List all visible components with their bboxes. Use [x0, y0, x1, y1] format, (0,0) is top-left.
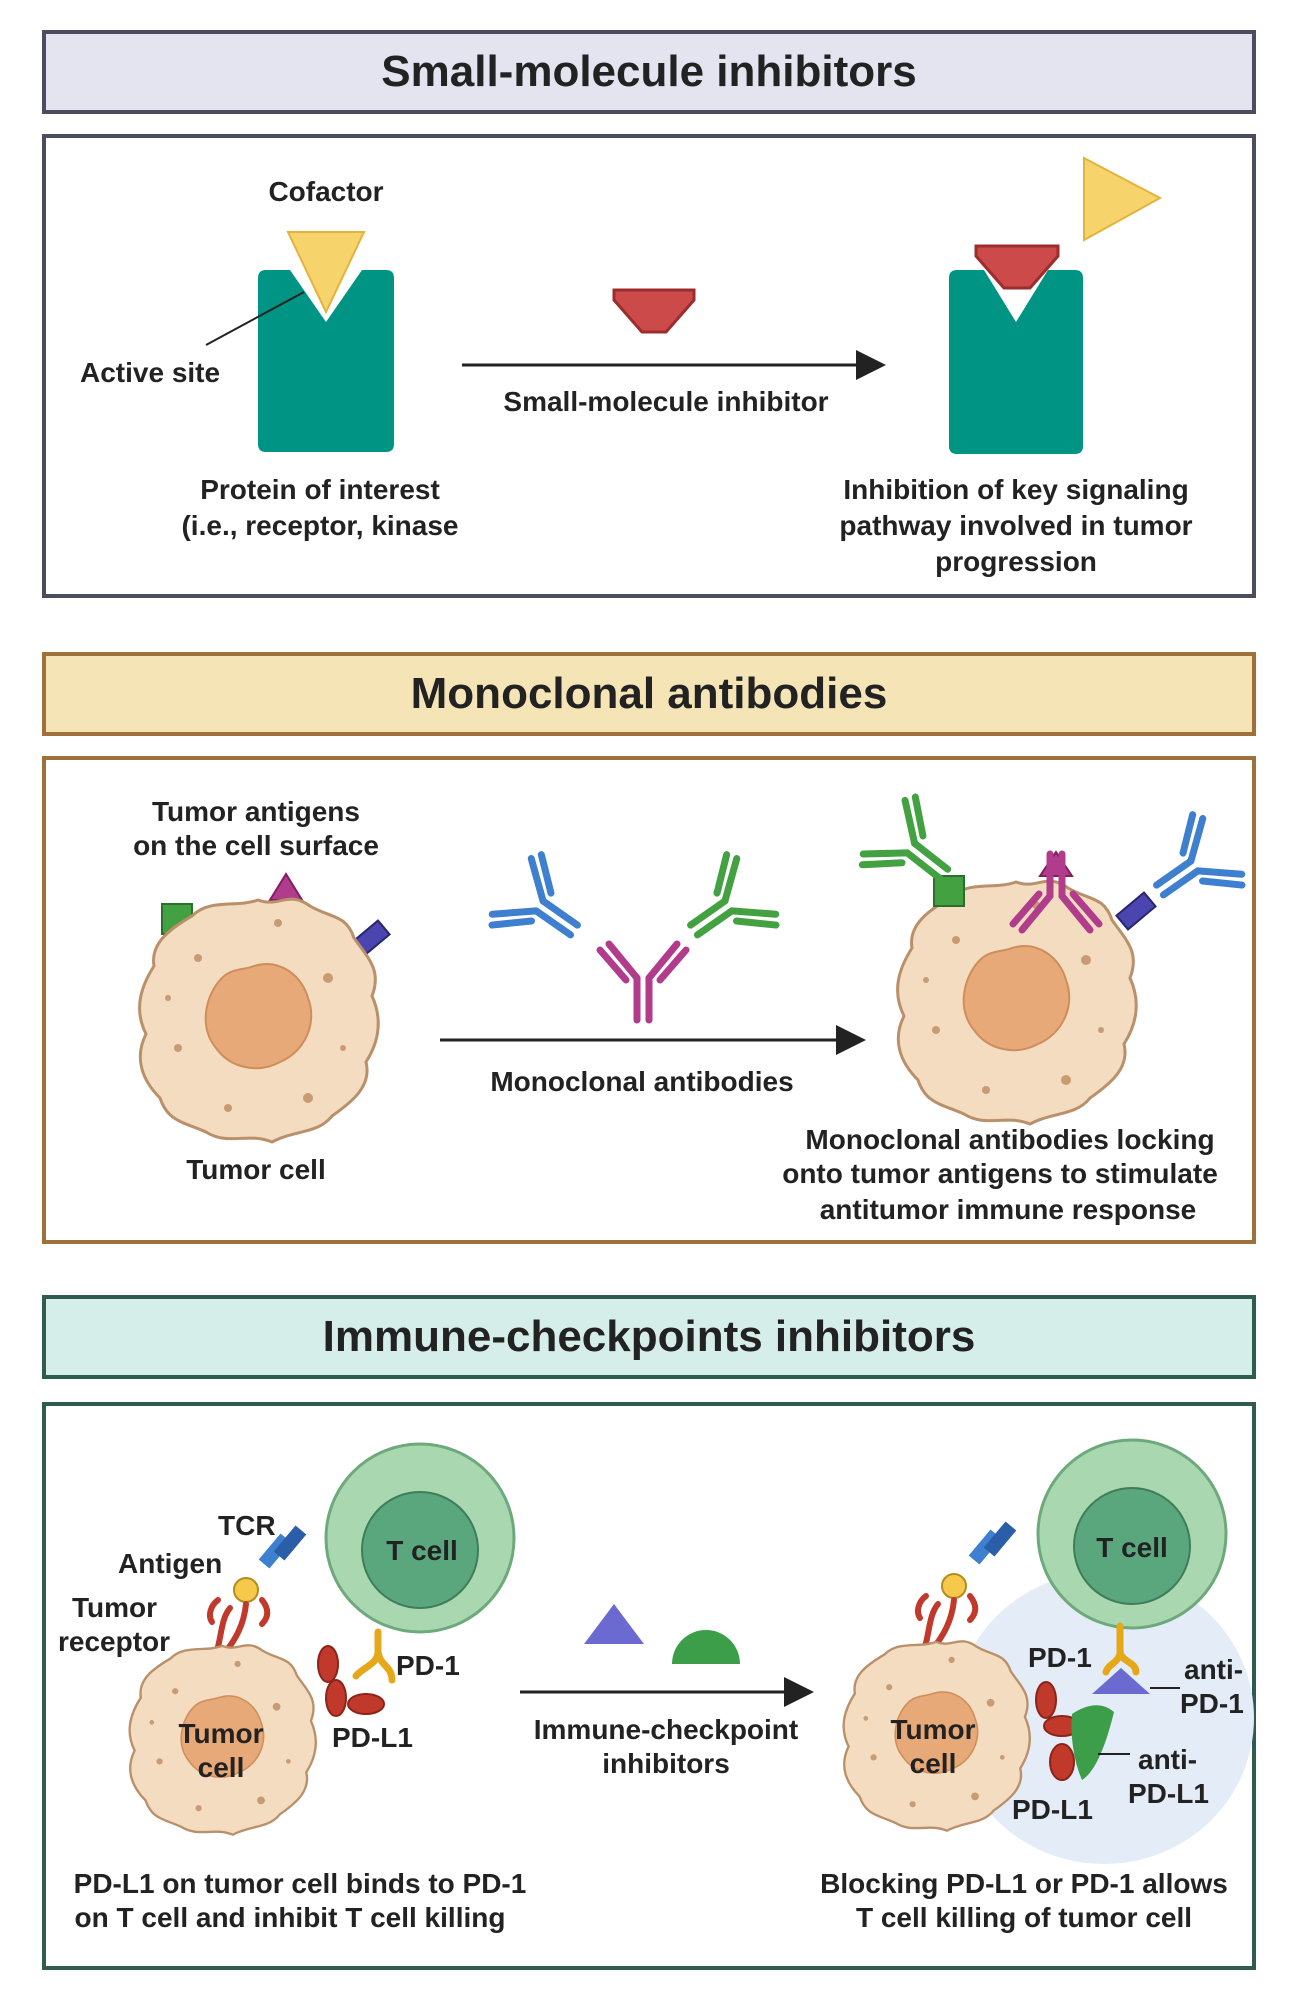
section-title-small-molecule: Small-molecule inhibitors	[42, 30, 1256, 114]
t-cell-left-nucleus	[361, 1491, 479, 1609]
label-monoclonal-result-line3: antitumor immune response	[819, 1194, 1197, 1225]
antigen-blue-bound	[1115, 891, 1157, 931]
anti-pdl1-free	[672, 1630, 740, 1664]
tumor-receptor-left	[207, 1597, 271, 1663]
tcr-right	[968, 1521, 1017, 1565]
label-small-molecule-inhibitor: Small-molecule inhibitor	[503, 386, 829, 417]
label-antigens-line1: Tumor antigens	[152, 796, 360, 827]
bound-inhibitor	[974, 244, 1060, 290]
label-anti-pd1-line1: anti-	[1184, 1654, 1244, 1685]
label-tumor-cell-right-line1: Tumor	[890, 1714, 976, 1745]
label-cofactor: Cofactor	[268, 176, 384, 207]
label-pdl1-right: PD-L1	[1012, 1794, 1093, 1825]
label-tumor-cell-left-line1: Tumor	[178, 1718, 264, 1749]
label-caption-right-line1: Blocking PD-L1 or PD-1 allows	[820, 1868, 1228, 1899]
label-caption-left-line2: on T cell and inhibit T cell killing	[74, 1902, 506, 1933]
pdl1-right	[1035, 1681, 1081, 1781]
label-t-cell-left: T cell	[386, 1535, 458, 1566]
label-result-line3: progression	[935, 546, 1097, 577]
label-tumor-cell-left-line2: cell	[197, 1752, 245, 1783]
anti-pd1-free	[584, 1604, 644, 1644]
label-result-line1: Inhibition of key signaling	[843, 474, 1189, 505]
label-checkpoint-arrow-line1: Immune-checkpoint	[533, 1714, 799, 1745]
antigen-magenta-bound	[1038, 850, 1074, 877]
label-protein-line1: Protein of interest	[200, 474, 440, 505]
cofactor	[286, 231, 366, 315]
displaced-cofactor	[1083, 156, 1163, 242]
label-tumor-receptor-line1: Tumor	[72, 1592, 158, 1623]
section-title-monoclonal: Monoclonal antibodies	[42, 652, 1256, 736]
label-monoclonal-result-line1: Monoclonal antibodies locking	[805, 1124, 1215, 1155]
label-pd1-left: PD-1	[396, 1650, 460, 1681]
label-result-line2: pathway involved in tumor	[839, 510, 1193, 541]
anti-pd1-bound	[1092, 1668, 1150, 1694]
tcr-left	[258, 1525, 307, 1569]
label-anti-pd1-line2: PD-1	[1180, 1688, 1244, 1719]
label-caption-left-line1: PD-L1 on tumor cell binds to PD-1	[73, 1868, 527, 1899]
small-molecule-inhibitor	[612, 288, 696, 334]
label-pd1-right: PD-1	[1028, 1642, 1092, 1673]
label-t-cell-right: T cell	[1096, 1532, 1168, 1563]
label-antigen: Antigen	[118, 1548, 223, 1579]
antibody-blue-free	[487, 851, 599, 965]
antigen-right	[941, 1573, 967, 1599]
protein-of-interest	[258, 270, 394, 452]
antigen-magenta	[268, 872, 304, 901]
pdl1-left	[317, 1645, 385, 1717]
label-monoclonal-result-line2: onto tumor antigens to stimulate	[782, 1158, 1218, 1189]
label-antigens-line2: on the cell surface	[133, 830, 379, 861]
section-title-checkpoint: Immune-checkpoints inhibitors	[42, 1295, 1256, 1379]
inhibited-protein	[949, 270, 1083, 454]
label-anti-pdl1-line2: PD-L1	[1128, 1778, 1209, 1809]
label-anti-pdl1-line1: anti-	[1138, 1744, 1198, 1775]
label-active-site: Active site	[80, 357, 221, 388]
t-cell-right-nucleus	[1073, 1487, 1191, 1605]
pd1-left	[352, 1628, 396, 1684]
label-tumor-cell-right-line2: cell	[909, 1748, 957, 1779]
label-tumor-receptor-line2: receptor	[58, 1626, 171, 1657]
active-site-pointer	[205, 291, 305, 346]
label-monoclonal-arrow: Monoclonal antibodies	[490, 1066, 794, 1097]
pd1-right	[1102, 1622, 1140, 1676]
label-checkpoint-arrow-line2: inhibitors	[602, 1748, 730, 1779]
label-caption-right-line2: T cell killing of tumor cell	[855, 1902, 1193, 1933]
tumor-receptor-right	[915, 1593, 979, 1659]
antigen-left	[233, 1577, 259, 1603]
label-pdl1-left: PD-L1	[332, 1722, 413, 1753]
label-protein-line2: (i.e., receptor, kinase	[181, 510, 459, 541]
label-tumor-cell: Tumor cell	[186, 1154, 326, 1185]
anti-pdl1-bound	[1071, 1705, 1114, 1780]
tumor-cell-left	[138, 897, 380, 1144]
label-tcr: TCR	[218, 1510, 276, 1541]
antibody-magenta-free	[600, 944, 686, 1020]
